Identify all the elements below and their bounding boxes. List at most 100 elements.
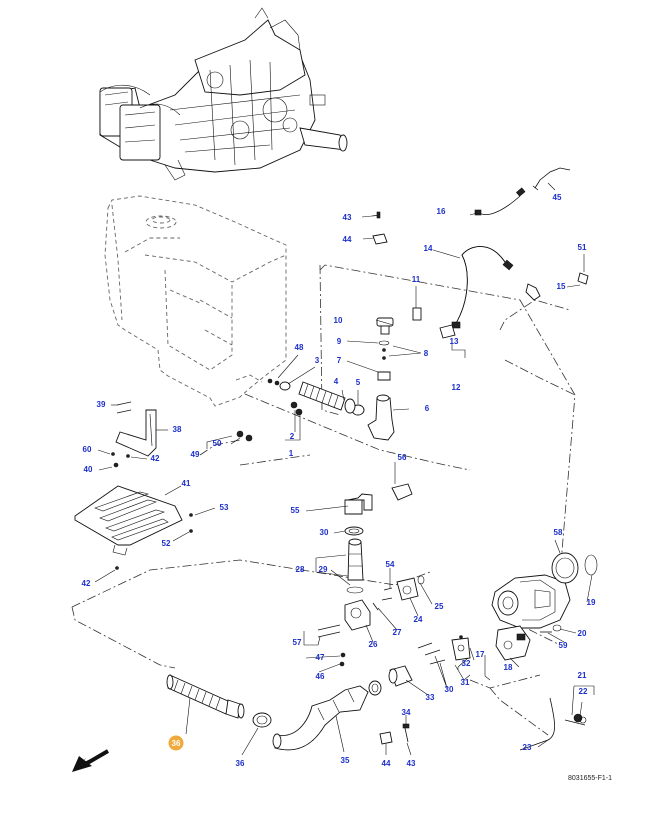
part-58-gasket	[551, 552, 579, 584]
hydraulic-tank-outline	[104, 195, 287, 407]
callout-29: 29	[319, 565, 328, 574]
part-10-cap	[376, 317, 394, 327]
part-6-elbow-hose	[367, 397, 395, 441]
part-36-clamp	[252, 712, 272, 728]
part-27-bolts	[372, 602, 379, 611]
part-30-ring-top	[344, 526, 364, 536]
part-11-fitting	[412, 307, 422, 321]
callout-44-bottom: 44	[382, 759, 391, 768]
callout-55: 55	[291, 506, 300, 515]
callout-38: 38	[173, 425, 182, 434]
part-52-bolt	[189, 529, 193, 533]
callout-40: 40	[84, 465, 93, 474]
callout-33: 33	[426, 693, 435, 702]
direction-arrow-icon	[72, 749, 110, 772]
callout-45: 45	[553, 193, 562, 202]
leader-lines	[94, 182, 595, 756]
callout-56: 56	[398, 453, 407, 462]
callout-58: 58	[554, 528, 563, 537]
part-32-flange	[451, 637, 471, 661]
callout-51: 51	[578, 243, 587, 252]
part-19-hydraulic-pump	[491, 574, 571, 629]
callout-30-top: 30	[320, 528, 329, 537]
callout-6: 6	[425, 404, 430, 413]
callout-50: 50	[213, 439, 222, 448]
part-9-oring	[378, 340, 390, 346]
callout-12: 12	[452, 383, 461, 392]
part-57-bolts	[317, 624, 341, 631]
callout-16: 16	[437, 207, 446, 216]
part-55-elbow	[347, 493, 373, 511]
callout-59: 59	[559, 641, 568, 650]
callout-54: 54	[386, 560, 395, 569]
callout-43-bottom: 43	[407, 759, 416, 768]
callout-8: 8	[424, 349, 429, 358]
part-45-bent-tube	[534, 167, 571, 189]
callout-1: 1	[289, 449, 294, 458]
part-48-washer	[274, 380, 280, 386]
callout-49: 49	[191, 450, 200, 459]
part-42-nut-a	[126, 454, 130, 458]
callout-11: 11	[412, 275, 421, 284]
callout-14: 14	[424, 244, 433, 253]
callout-57: 57	[293, 638, 302, 647]
callout-7: 7	[337, 356, 342, 365]
callout-35: 35	[341, 756, 350, 765]
part-43-bolt-bottom	[404, 727, 409, 743]
part-44-clamp-top	[372, 233, 388, 245]
part-31-bolts	[424, 649, 441, 656]
part-50-plug	[236, 430, 244, 438]
part-44-clip-bottom	[379, 731, 393, 745]
callout-32: 32	[462, 659, 471, 668]
part-35-rubber-hose	[272, 685, 369, 751]
part-15-elbow	[525, 283, 541, 301]
part-2-plug	[290, 401, 298, 409]
callout-28: 28	[296, 565, 305, 574]
callout-60: 60	[83, 445, 92, 454]
part-39-bolt	[116, 401, 132, 406]
callout-42-b: 42	[82, 579, 91, 588]
part-46-bolt	[339, 661, 345, 667]
callout-15: 15	[557, 282, 566, 291]
callout-46: 46	[316, 672, 325, 681]
part-51-fitting	[577, 272, 589, 285]
part-7-fitting	[377, 371, 391, 381]
callout-47: 47	[316, 653, 325, 662]
tractor-overview-illustration	[99, 7, 348, 181]
callout-53: 53	[220, 503, 229, 512]
part-24-flange	[396, 577, 419, 601]
callout-18: 18	[504, 663, 513, 672]
callout-21: 21	[578, 671, 587, 680]
callout-41: 41	[182, 479, 191, 488]
callout-labels: 36 1 2 3 4 5 6 7 8 9 10 11 12 13 14 15 1…	[82, 193, 596, 768]
part-26-block	[344, 599, 371, 631]
callout-44-top: 44	[343, 235, 352, 244]
callout-52: 52	[162, 539, 171, 548]
callout-39: 39	[97, 400, 106, 409]
part-14-hose	[454, 246, 506, 326]
callout-34: 34	[402, 708, 411, 717]
callout-19: 19	[587, 598, 596, 607]
part-53-bolt	[189, 513, 193, 517]
part-41-guard-plate	[74, 485, 183, 556]
callout-27: 27	[393, 628, 402, 637]
callout-24: 24	[414, 615, 423, 624]
part-47-washer	[340, 652, 346, 658]
part-29-tube	[346, 538, 364, 594]
callout-2: 2	[290, 432, 295, 441]
part-37-suction-hose	[166, 674, 245, 719]
callout-4: 4	[334, 377, 339, 386]
callout-30-bottom: 30	[445, 685, 454, 694]
callout-10: 10	[334, 316, 343, 325]
callout-20: 20	[578, 629, 587, 638]
part-54-bolts	[383, 587, 393, 591]
callout-42-a: 42	[151, 454, 160, 463]
part-34-clamp	[368, 680, 382, 696]
part-40-nut	[113, 462, 119, 468]
callout-22: 22	[579, 687, 588, 696]
reference-code: 8031655-F1-1	[568, 775, 612, 782]
callout-9: 9	[337, 337, 342, 346]
callout-31: 31	[461, 678, 470, 687]
part-16-hose	[477, 195, 521, 215]
